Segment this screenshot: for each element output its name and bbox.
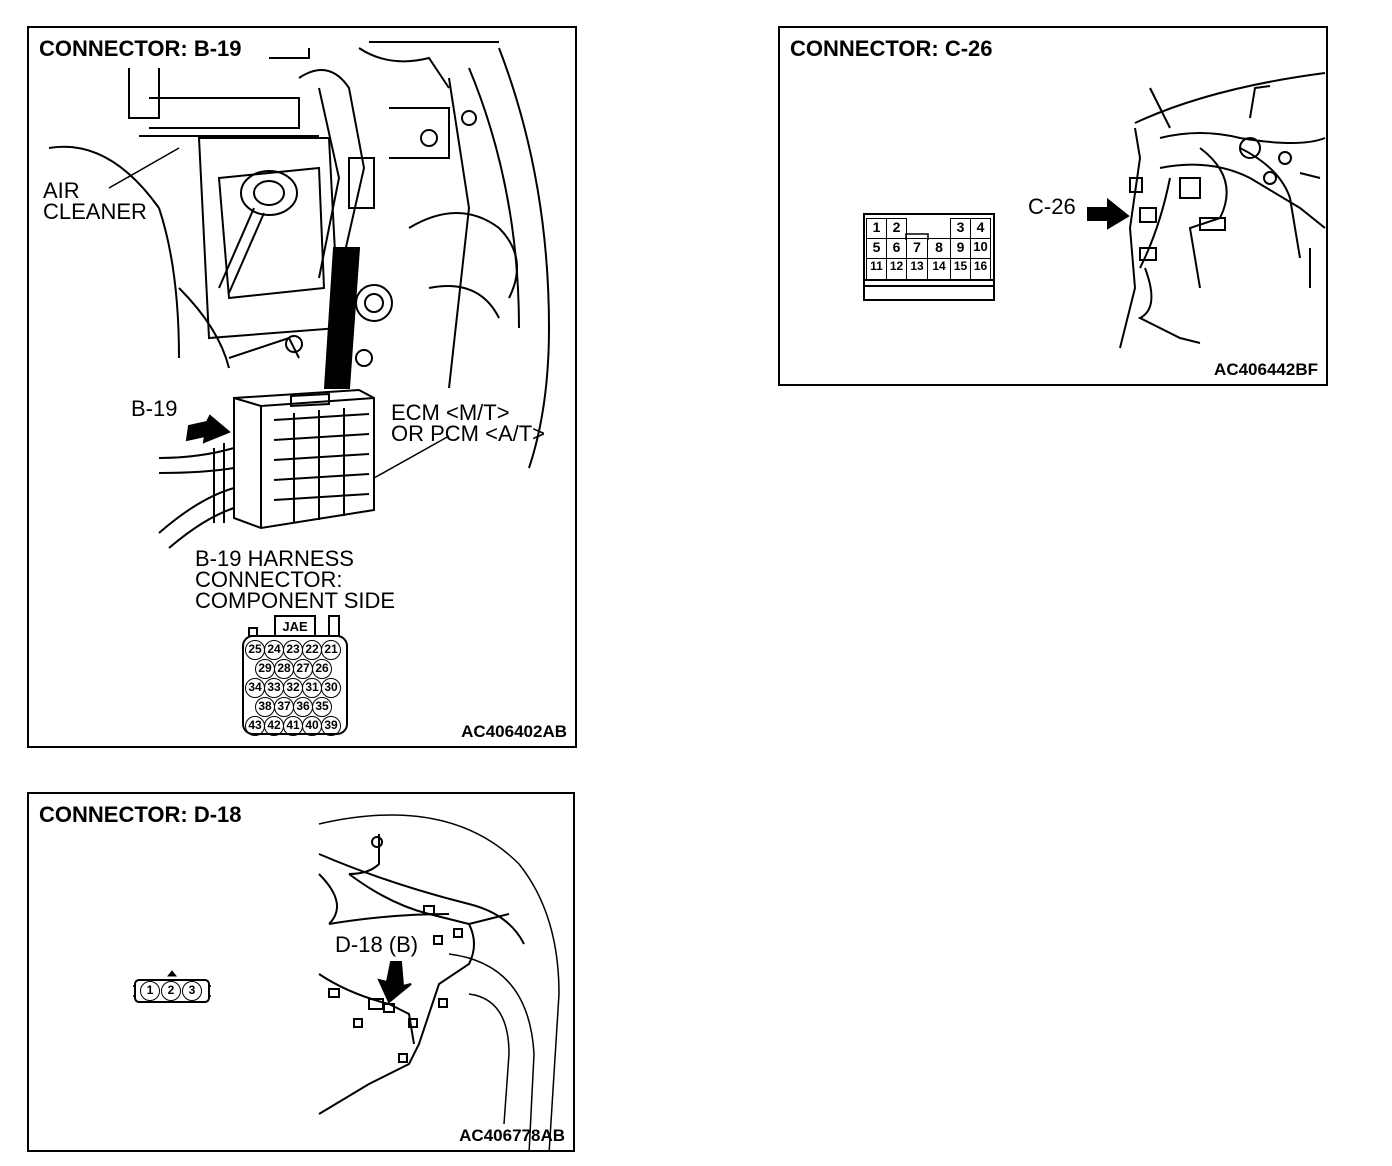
pin: 31 [302, 678, 322, 698]
pin: 1 [140, 981, 160, 1001]
pin: 6 [886, 238, 907, 259]
pin: 10 [970, 238, 991, 259]
pin: 26 [312, 659, 332, 679]
pin: 41 [283, 716, 303, 736]
dashboard-illustration [863, 72, 1326, 349]
pin: 7 [906, 238, 928, 259]
pin: 22 [302, 640, 322, 660]
b19-pin-grid: 25 24 23 22 21 29 28 27 26 34 33 32 31 3… [245, 640, 345, 736]
pin: 2 [161, 981, 181, 1001]
pin: 12 [886, 258, 907, 280]
harness-connector-label: B-19 HARNESS CONNECTOR: COMPONENT SIDE [195, 546, 396, 613]
pin: 40 [302, 716, 322, 736]
pin: 3 [950, 218, 971, 239]
d18-connector-label: D-18 (B) [335, 932, 419, 957]
pin-row: 38 37 36 35 [245, 697, 345, 717]
pin: 15 [950, 258, 971, 280]
figure-code: AC406778AB [459, 1126, 565, 1145]
pin: 21 [321, 640, 341, 660]
panel-title: CONNECTOR: B-19 [39, 36, 242, 61]
pin-row: 25 24 23 22 21 [245, 640, 345, 660]
c26-connector-label: C-26 [1028, 194, 1076, 219]
pin: 3 [182, 981, 202, 1001]
pin: 36 [293, 697, 313, 717]
pin: 1 [866, 218, 887, 239]
figure-code: AC406442BF [1214, 360, 1318, 379]
c26-pin-grid: 1 2 3 4 5 6 7 8 9 10 11 12 13 14 15 16 [866, 218, 992, 280]
pin: 29 [255, 659, 275, 679]
pin: 8 [927, 238, 951, 259]
panel-connector-d18: CONNECTOR: D-18 D-18 (B) 1 2 3 AC406778A… [27, 792, 575, 1152]
pin: 32 [283, 678, 303, 698]
pin-row: 34 33 32 31 30 [245, 678, 345, 698]
pin: 14 [927, 258, 951, 280]
pin: 39 [321, 716, 341, 736]
panel-title: CONNECTOR: C-26 [790, 36, 993, 61]
pin: 27 [293, 659, 313, 679]
pin: 38 [255, 697, 275, 717]
pin: 33 [264, 678, 284, 698]
pin-row: 29 28 27 26 [245, 659, 345, 679]
pin: 11 [866, 258, 887, 280]
air-cleaner-label: AIR CLEANER [43, 178, 147, 224]
panel-connector-b19: JAE CONNECTOR: B-19 AIR CLEANER B-19 ECM… [27, 26, 577, 748]
pin: 37 [274, 697, 294, 717]
pin: 43 [245, 716, 265, 736]
pin: 28 [274, 659, 294, 679]
pin: 9 [950, 238, 971, 259]
pin: 4 [970, 218, 991, 239]
pin: 34 [245, 678, 265, 698]
pin: 25 [245, 640, 265, 660]
figure-code: AC406402AB [461, 722, 567, 741]
pin: 2 [886, 218, 907, 239]
d18-pin-row: 1 2 3 [139, 981, 209, 1001]
pin: 30 [321, 678, 341, 698]
pin: 23 [283, 640, 303, 660]
pin: 24 [264, 640, 284, 660]
pin: 35 [312, 697, 332, 717]
pin-row: 43 42 41 40 39 [245, 716, 345, 736]
panel-connector-c26: CONNECTOR: C-26 C-26 1 2 3 4 5 6 7 8 9 1… [778, 26, 1328, 386]
rear-body-illustration [133, 814, 560, 1150]
pin: 16 [970, 258, 991, 280]
pin: 42 [264, 716, 284, 736]
ecm-pcm-label: ECM <M/T> OR PCM <A/T> [391, 400, 546, 446]
pin: 5 [866, 238, 887, 259]
pin: 13 [906, 258, 928, 280]
panel-title: CONNECTOR: D-18 [39, 802, 242, 827]
maker-label: JAE [282, 619, 308, 634]
b19-connector-label: B-19 [131, 396, 178, 421]
engine-bay-illustration: JAE [48, 41, 551, 735]
